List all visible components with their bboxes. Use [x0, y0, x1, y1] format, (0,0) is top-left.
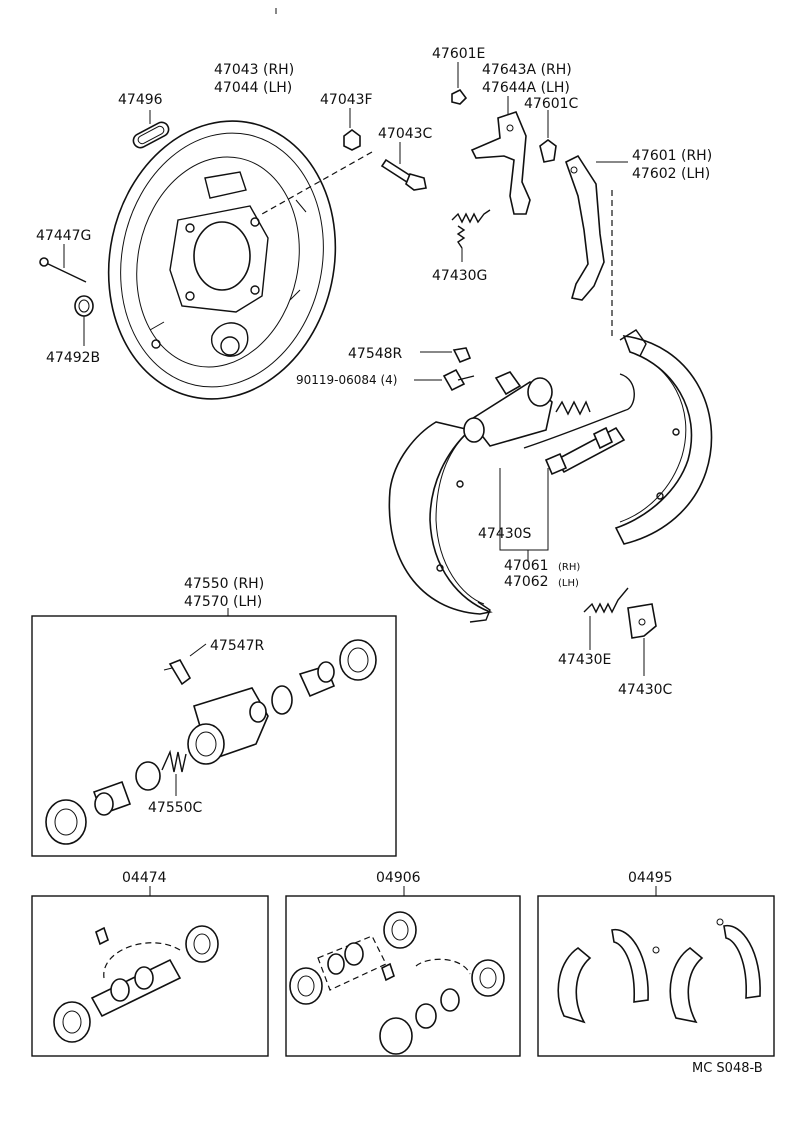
kit-04906-parts [289, 911, 505, 1055]
label-47061: 47061 [504, 558, 549, 574]
wheel-cylinder-body [187, 687, 269, 765]
label-47061-rh: (RH) [558, 562, 580, 573]
brake-shoe-left [388, 421, 493, 623]
label-47601c: 47601C [524, 96, 579, 112]
label-47062: 47062 [504, 574, 549, 590]
kit-04495-shoes [557, 918, 761, 1024]
part-47430c-retainer [627, 603, 657, 676]
label-47043f: 47043F [320, 92, 373, 108]
label-47547r: 47547R [210, 638, 265, 654]
backing-plate [107, 120, 337, 400]
label-47447g: 47447G [36, 228, 91, 244]
label-47043c: 47043C [378, 126, 433, 142]
label-47062-lh: (LH) [558, 578, 579, 589]
return-spring-upper [523, 373, 635, 449]
wheel-cylinder-box [31, 615, 397, 857]
piston-cup-right [271, 639, 377, 715]
label-kit-04474: 04474 [122, 870, 167, 886]
label-47570: 47570 (LH) [184, 594, 262, 610]
label-47430c: 47430C [618, 682, 673, 698]
label-90119: 90119-06084 (4) [296, 373, 398, 387]
part-47548r-bleeder [420, 347, 472, 364]
label-kit-04495: 04495 [628, 870, 673, 886]
part-47447g-pin [39, 244, 87, 283]
label-47643a: 47643A (RH) [482, 62, 572, 78]
part-90119-bolt [414, 368, 475, 392]
label-47601e: 47601E [432, 46, 485, 62]
label-47430g: 47430G [432, 268, 487, 284]
kit-04474-parts [53, 925, 219, 1043]
label-47601: 47601 (RH) [632, 148, 712, 164]
label-47550c: 47550C [148, 800, 203, 816]
label-47044: 47044 (LH) [214, 80, 292, 96]
label-47550: 47550 (RH) [184, 576, 264, 592]
part-47547r-bleeder-screw [163, 643, 207, 686]
leader-dashed-47043c [261, 151, 373, 215]
label-kit-04906: 04906 [376, 870, 421, 886]
figure-code: MC S048-B [692, 1061, 763, 1076]
wheel-cylinder-installed [463, 371, 553, 447]
label-47548r: 47548R [348, 346, 403, 362]
piston-cup-left [45, 761, 161, 845]
label-47496: 47496 [118, 92, 163, 108]
brake-shoe-right [614, 329, 713, 545]
part-47643a-lever [470, 96, 531, 215]
label-47644a: 47644A (LH) [482, 80, 570, 96]
label-47043: 47043 (RH) [214, 62, 294, 78]
label-47492b: 47492B [46, 350, 100, 366]
part-47496-plug [132, 110, 170, 149]
kit-box-04906 [285, 895, 521, 1057]
adjuster-assembly [544, 426, 626, 476]
part-47430g-spring [451, 209, 491, 262]
part-47550c-spring [161, 749, 187, 796]
leader-47430s [499, 468, 549, 562]
label-47602: 47602 (LH) [632, 166, 710, 182]
label-47430s: 47430S [478, 526, 532, 542]
part-47043c-bolt [380, 142, 427, 191]
part-47601e-clip [451, 62, 468, 105]
part-47601c-clip [539, 110, 557, 163]
part-47430e-spring [583, 587, 629, 650]
part-47601-strut [565, 154, 628, 301]
part-47492b-cup [74, 295, 94, 346]
label-47430e: 47430E [558, 652, 611, 668]
part-47043f-grommet [343, 108, 361, 151]
